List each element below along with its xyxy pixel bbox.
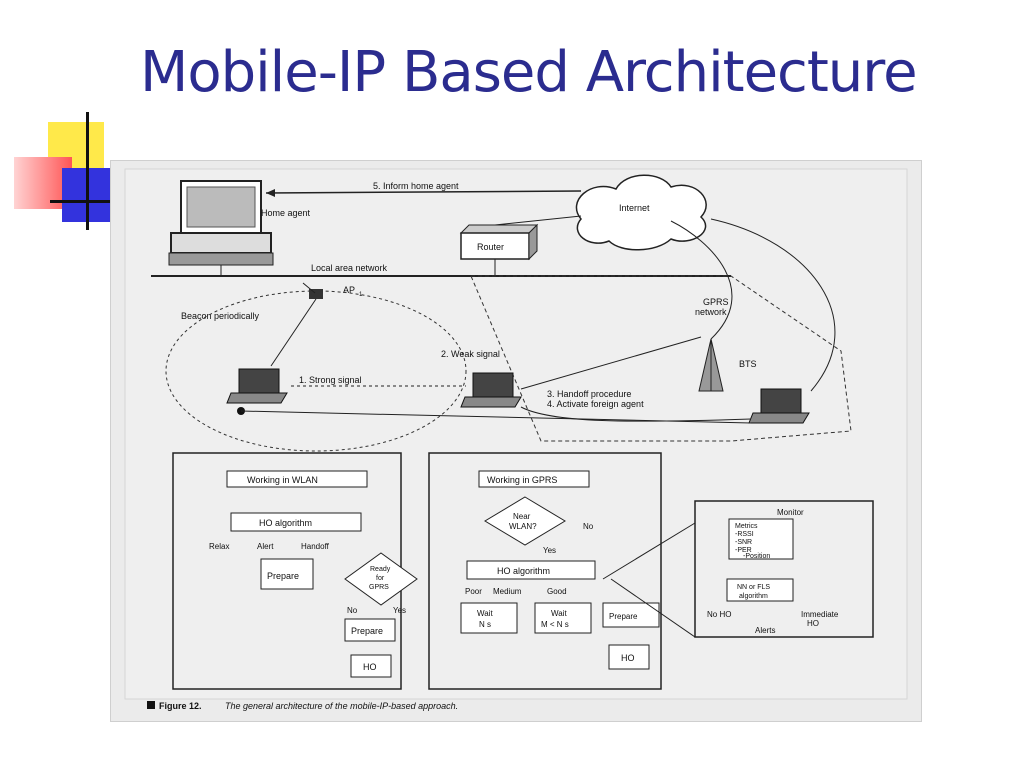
wait1-label: Wait [477,609,493,618]
bts-label: BTS [739,359,757,369]
gprs-no-label: No [583,522,594,531]
decor-horizontal-line [50,200,110,203]
ready-label-2: for [376,575,385,582]
access-point-icon [302,282,323,299]
activate-foreign-agent-label: 4. Activate foreign agent [547,399,644,409]
ap-subscript: 1 [359,292,363,298]
laptop-gprs-icon [748,388,810,424]
immediate-label-2: HO [807,619,819,628]
inform-home-agent-label: 5. Inform home agent [373,181,459,191]
no-ho-label: No HO [707,610,731,619]
handoff-label: Handoff [301,542,330,551]
wlan-prepare-label: Prepare [267,571,299,581]
home-agent-computer-icon [168,180,274,266]
wlan-no-label: No [347,606,358,615]
bts-tower-icon [698,338,724,392]
near-label-1: Near [513,512,531,521]
wlan-working-label: Working in WLAN [247,475,318,485]
internet-cloud-icon [575,174,707,251]
weak-signal-label: 2. Weak signal [441,349,500,359]
alerts-label: Alerts [755,626,775,635]
wait2-duration-label: M < N s [541,620,569,629]
wlan-yes-label: Yes [393,606,406,615]
ready-label-1: Ready [370,566,391,573]
gprs-ho-algorithm-label: HO algorithm [497,566,550,576]
metrics-label: Metrics [735,523,758,530]
wait1-duration-label: N s [479,620,491,629]
wait2-label: Wait [551,609,567,618]
relax-label: Relax [209,542,229,551]
wlan-ho-box-label: HO [363,662,377,672]
nn-label-2: algorithm [739,593,768,600]
monitor-label: Monitor [777,508,804,517]
caption-text: The general architecture of the mobile-I… [225,701,458,711]
caption-bullet [147,701,155,709]
beacon-label: Beacon periodically [181,311,260,321]
gprs-yes-label: Yes [543,546,556,555]
slide-title: Mobile-IP Based Architecture [140,40,918,105]
gprs-network-label-2: network [695,307,727,317]
gprs-working-label: Working in GPRS [487,475,557,485]
strong-signal-label: 1. Strong signal [299,375,362,385]
snr-label: -SNR [735,539,752,546]
lan-label: Local area network [311,263,388,273]
wlan-ho-algorithm-label: HO algorithm [259,518,312,528]
laptop-middle-icon [460,372,522,408]
wlan-prepare2-label: Prepare [351,626,383,636]
ready-label-3: GPRS [369,584,389,591]
near-label-2: WLAN? [509,522,537,531]
medium-label: Medium [493,587,522,596]
laptop-wlan-icon [226,368,288,404]
nn-label-1: NN or FLS [737,584,770,591]
handoff-procedure-label: 3. Handoff procedure [547,389,631,399]
architecture-diagram: Home agent 5. Inform home agent Internet… [111,161,921,721]
router-icon [459,223,539,261]
internet-label: Internet [619,203,650,213]
caption-label: Figure 12. [159,701,202,711]
alert-label: Alert [257,542,274,551]
position-label: -Position [743,553,770,560]
scanned-figure: Home agent 5. Inform home agent Internet… [110,160,922,722]
decor-vertical-line [86,112,89,230]
poor-label: Poor [465,587,482,596]
router-label: Router [477,242,504,252]
immediate-label-1: Immediate [801,610,839,619]
good-label: Good [547,587,567,596]
per-label: -PER [735,547,752,554]
rssi-label: -RSSI [735,531,754,538]
home-agent-label: Home agent [261,208,311,218]
gprs-ho-box-label: HO [621,653,635,663]
gprs-prepare-label: Prepare [609,612,638,621]
ap-label: AP [343,285,355,295]
gprs-network-label-1: GPRS [703,297,729,307]
